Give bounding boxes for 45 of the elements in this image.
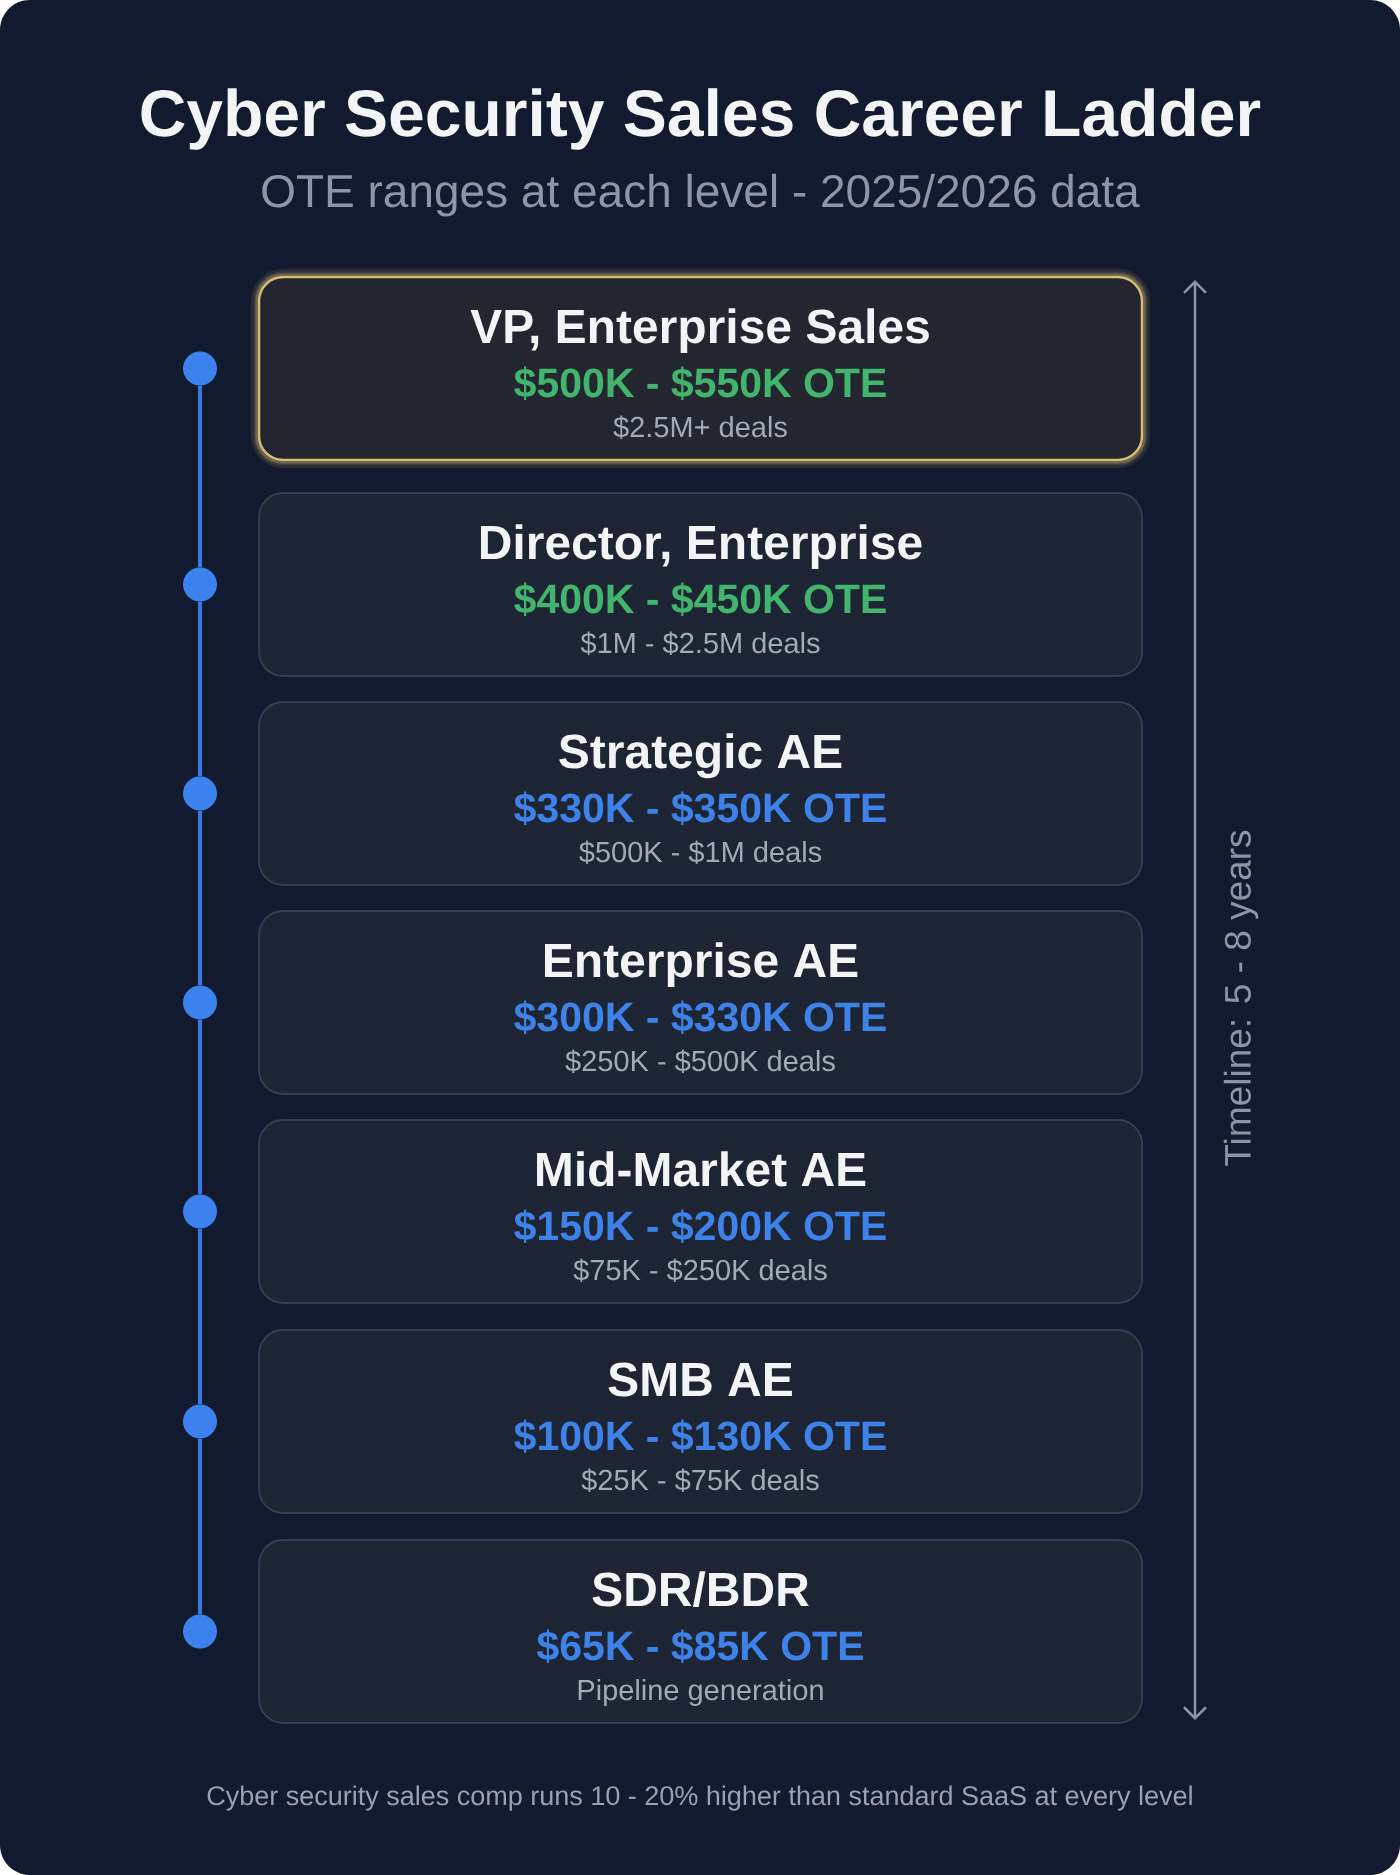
role-title: Enterprise AE (545, 942, 858, 987)
salary-range: $100K - $130K OTE (514, 1419, 886, 1454)
salary-range: $400K - $450K OTE (514, 582, 886, 617)
timeline-line (198, 385, 202, 568)
salary-range: $500K - $550K OTE (514, 366, 886, 401)
salary-range: $300K - $330K OTE (514, 1000, 886, 1035)
timeline-dot (183, 776, 217, 811)
subtitle: OTE ranges at each level - 2025/2026 data (262, 173, 1140, 217)
timeline-label: Timeline: 5 - 8 years (1223, 830, 1259, 1166)
role-title: Strategic AE (559, 733, 842, 779)
level-card (258, 1329, 1143, 1514)
title: Cyber Security Sales Career Ladder (141, 88, 1261, 150)
timeline-dot (183, 1614, 217, 1649)
deal-size: Pipeline generation (578, 1679, 823, 1707)
level-card (258, 1119, 1143, 1304)
role-title: VP, Enterprise Sales (470, 308, 929, 353)
timeline-line (198, 601, 202, 777)
deal-size: $500K - $1M deals (579, 840, 822, 865)
timeline-dot (183, 1194, 217, 1229)
timeline-line (198, 1228, 202, 1405)
salary-range: $150K - $200K OTE (514, 1209, 886, 1244)
timeline-line (198, 810, 202, 986)
role-title: SMB AE (608, 1362, 792, 1397)
role-title: SDR/BDR (592, 1571, 809, 1607)
deal-size: $250K - $500K deals (565, 1049, 835, 1074)
deal-size: $1M - $2.5M deals (580, 631, 820, 656)
salary-range: $65K - $85K OTE (537, 1629, 863, 1664)
deal-size: $25K - $75K deals (581, 1468, 819, 1493)
timeline-line (198, 1438, 202, 1615)
deal-size: $75K - $250K deals (573, 1258, 827, 1283)
role-title: Director, Enterprise (480, 524, 922, 569)
role-title: Mid-Market AE (537, 1151, 866, 1187)
timeline-dot (183, 1404, 217, 1439)
timeline-dot (183, 351, 217, 386)
level-card (258, 492, 1143, 677)
timeline-line (198, 1019, 202, 1195)
timeline-dot (183, 985, 217, 1020)
level-card (258, 701, 1143, 886)
level-card (250, 268, 1151, 469)
footnote: Cyber security sales comp runs 10 - 20% higher than standard SaaS at every level (207, 1785, 1192, 1811)
level-card (258, 910, 1143, 1095)
salary-range: $330K - $350K OTE (514, 791, 886, 826)
timeline-dot (183, 567, 217, 602)
deal-size: $2.5M+ deals (613, 415, 787, 440)
level-card (258, 1539, 1143, 1724)
